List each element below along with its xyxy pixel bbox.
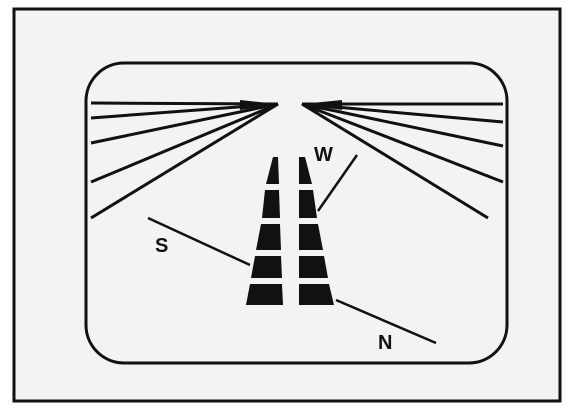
inner-rounded-panel (86, 63, 507, 363)
lane-segment (251, 256, 282, 278)
label-south: S (155, 235, 168, 257)
label-west: W (314, 144, 333, 166)
label-north: N (378, 332, 392, 354)
lane-segment (299, 284, 334, 305)
lane-segment (299, 256, 328, 278)
lane-segment (262, 190, 280, 218)
lane-segment (246, 284, 283, 305)
